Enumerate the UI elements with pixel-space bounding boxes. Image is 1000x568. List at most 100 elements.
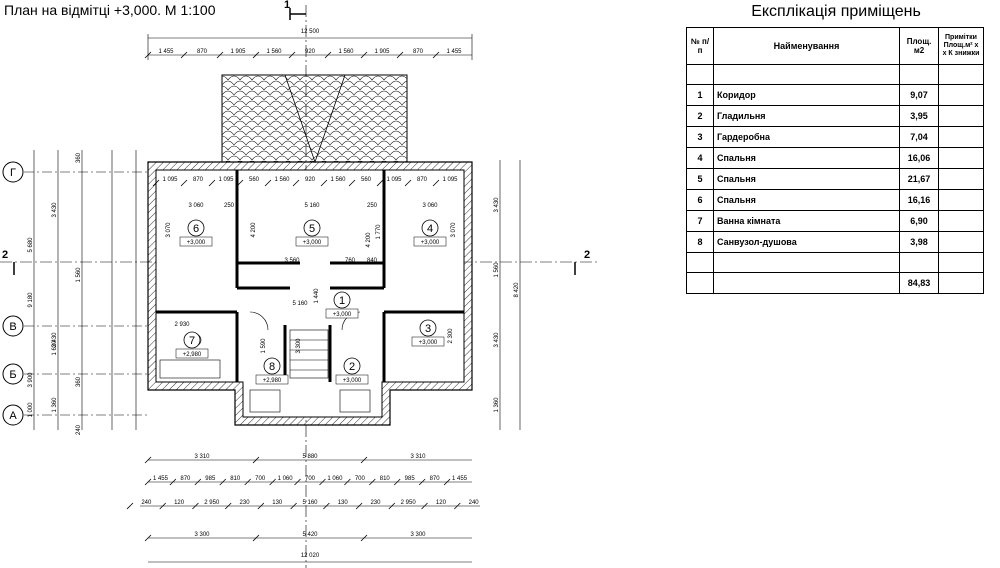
bottom-dimension-row4: 5 420 xyxy=(302,532,318,538)
dimension-tick xyxy=(294,478,301,486)
inner-dimension: 250 xyxy=(367,203,378,209)
bottom-dimension-row3: 120 xyxy=(436,500,447,506)
row-number: 6 xyxy=(686,189,714,211)
room-level: +3,000 xyxy=(333,312,352,318)
bottom-dimension-row4: 3 300 xyxy=(410,532,426,538)
room-note xyxy=(938,168,984,190)
dimension-tick xyxy=(180,179,188,187)
dimension-tick xyxy=(144,478,152,486)
room-area: 16,06 xyxy=(899,147,939,169)
left-dimension: 3 430 xyxy=(52,202,58,218)
inner-dimension: 840 xyxy=(367,258,378,264)
dimension-tick xyxy=(236,179,244,187)
dimension-tick xyxy=(180,51,188,59)
right-dimension: 3 430 xyxy=(494,332,500,348)
header-note: Примітки Площ.м² х х К знижки xyxy=(938,27,984,65)
section-mark-1: 1 xyxy=(284,0,290,11)
room-level: +3,000 xyxy=(343,378,362,384)
left-dimension: 1 360 xyxy=(52,397,58,413)
dimension-tick xyxy=(292,179,300,187)
roof-tiles xyxy=(221,74,408,164)
right-dimension: 8 420 xyxy=(514,282,520,298)
room-level-box xyxy=(413,236,447,247)
row-number: 1 xyxy=(686,84,714,106)
row-number: 4 xyxy=(686,147,714,169)
dimension-tick xyxy=(320,179,328,187)
inner-dimension: 1 590 xyxy=(261,338,267,354)
room-name: Гардеробна xyxy=(713,126,900,148)
dimension-tick xyxy=(290,502,297,510)
room-area: 16,16 xyxy=(899,189,939,211)
dimension-tick xyxy=(144,51,152,59)
axis-marker-a: А xyxy=(2,404,24,426)
bottom-dimension-row2: 985 xyxy=(405,476,416,482)
inner-top-dimension: 560 xyxy=(361,177,372,183)
top-dimension: 870 xyxy=(197,49,208,55)
row-number: 8 xyxy=(686,231,714,253)
dimension-tick xyxy=(252,456,260,464)
bottom-dimension-row4: 3 300 xyxy=(194,532,210,538)
interior-details xyxy=(159,311,371,413)
room-level-box xyxy=(255,374,289,385)
room-number: 1 xyxy=(339,295,345,307)
dimension-tick xyxy=(144,534,152,542)
room-note xyxy=(938,105,984,127)
left-dimension: 360 xyxy=(76,152,82,163)
right-dimension: 1 360 xyxy=(494,397,500,413)
header-name: Найменування xyxy=(713,27,900,65)
bottom-dimension-row3: 240 xyxy=(469,500,480,506)
explication-table: № п/п Найменування Площ. м2 Примітки Пло… xyxy=(686,27,984,294)
bottom-dimension-row2: 870 xyxy=(430,476,441,482)
top-total-dim: 12 500 xyxy=(301,29,320,35)
inner-top-dimension: 1 560 xyxy=(274,177,290,183)
inner-top-dimension: 920 xyxy=(305,177,316,183)
top-dimension: 1 560 xyxy=(266,49,282,55)
inner-dimension: 4 200 xyxy=(366,232,372,248)
dimension-tick xyxy=(323,502,330,510)
dimension-tick xyxy=(192,502,199,510)
dimension-tick xyxy=(252,51,260,59)
top-dimension: 1 560 xyxy=(338,49,354,55)
top-dimension: 870 xyxy=(413,49,424,55)
room-level: +3,000 xyxy=(303,240,322,246)
dimension-tick xyxy=(393,478,401,486)
dimension-tick xyxy=(432,51,440,59)
svg-text:Б: Б xyxy=(9,369,16,381)
right-dimension-lines xyxy=(499,160,521,430)
left-dimension: 3 430 xyxy=(52,332,58,348)
room-number: 6 xyxy=(193,223,199,235)
bottom-dimension-row3: 230 xyxy=(240,500,251,506)
room-name: Спальня xyxy=(713,147,900,169)
inner-dimension: 3 070 xyxy=(166,222,172,238)
right-dimension: 1 560 xyxy=(494,262,500,278)
room-1: 1 +3,000 xyxy=(325,291,359,319)
building-walls xyxy=(147,161,473,426)
room-name: Спальня xyxy=(713,189,900,211)
left-dimension: 9 180 xyxy=(28,292,34,308)
room-name: Коридор xyxy=(713,84,900,106)
bottom-dimension-row3: 2 950 xyxy=(401,500,417,506)
dimension-tick xyxy=(219,478,227,486)
dimension-tick xyxy=(421,502,428,510)
top-dimension: 1 905 xyxy=(374,49,390,55)
dimension-tick xyxy=(324,51,332,59)
dimension-tick xyxy=(344,478,351,486)
row-number: 5 xyxy=(686,168,714,190)
bottom-dimension-row1: 5 880 xyxy=(302,454,318,460)
room-level-box xyxy=(295,236,329,247)
bottom-dimension-row2: 1 455 xyxy=(452,476,468,482)
explication-title: Експлікація приміщень xyxy=(751,3,921,20)
room-area: 3,95 xyxy=(899,105,939,127)
room-level-box xyxy=(175,348,209,359)
room-level: +3,000 xyxy=(419,340,438,346)
room-level: +2,980 xyxy=(183,352,202,358)
room-2: 2+3,000 xyxy=(335,357,369,385)
room-note xyxy=(938,231,984,253)
